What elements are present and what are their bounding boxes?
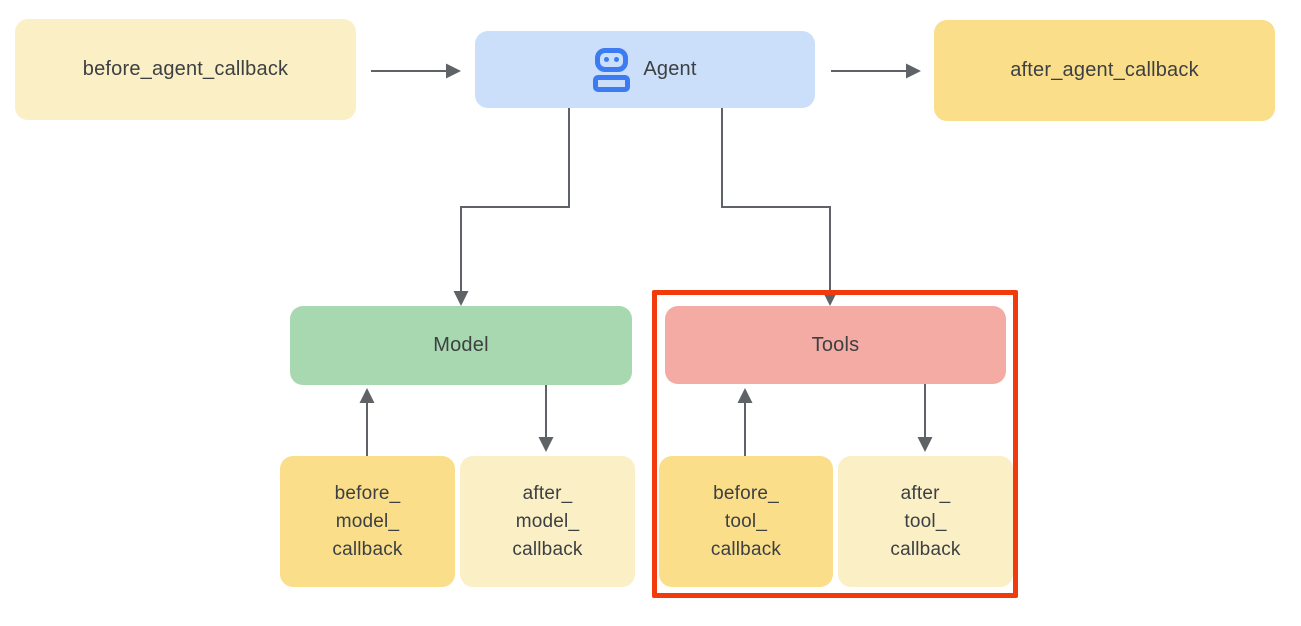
arrow-before-model-to-model: [359, 388, 375, 456]
arrow-agent-to-model: [453, 108, 570, 306]
robot-head: [595, 47, 629, 72]
agent-label: Agent: [643, 58, 697, 80]
robot-eye-right: [614, 56, 620, 62]
arrow-agent-to-after-agent: [831, 63, 921, 79]
node-before-agent-callback: before_agent_callback: [15, 19, 356, 120]
node-after-agent-callback: after_agent_callback: [934, 20, 1275, 121]
node-agent: Agent: [475, 31, 815, 108]
node-after-tool-callback: after_ tool_ callback: [838, 456, 1013, 587]
robot-icon: [593, 47, 631, 92]
node-before-tool-callback: before_ tool_ callback: [659, 456, 833, 587]
arrow-before-agent-to-agent: [371, 63, 461, 79]
node-model: Model: [290, 306, 632, 385]
node-tools: Tools: [665, 306, 1006, 384]
arrow-model-to-after-model: [538, 385, 554, 452]
before-model-callback-label: before_ model_ callback: [332, 482, 403, 560]
tools-highlight-outline: [652, 290, 1018, 598]
after-model-callback-label: after_ model_ callback: [512, 482, 583, 560]
robot-eye-left: [604, 56, 610, 62]
before-tool-callback-label: before_ tool_ callback: [710, 482, 782, 560]
tools-label: Tools: [811, 333, 860, 356]
arrow-agent-to-tools: [721, 108, 838, 306]
model-label: Model: [433, 334, 489, 356]
robot-body: [593, 74, 631, 92]
node-after-model-callback: after_ model_ callback: [460, 456, 635, 587]
before-agent-callback-label: before_agent_callback: [82, 58, 289, 80]
node-before-model-callback: before_ model_ callback: [280, 456, 455, 587]
after-tool-callback-label: after_ tool_ callback: [890, 482, 961, 560]
after-agent-callback-label: after_agent_callback: [1010, 59, 1199, 81]
